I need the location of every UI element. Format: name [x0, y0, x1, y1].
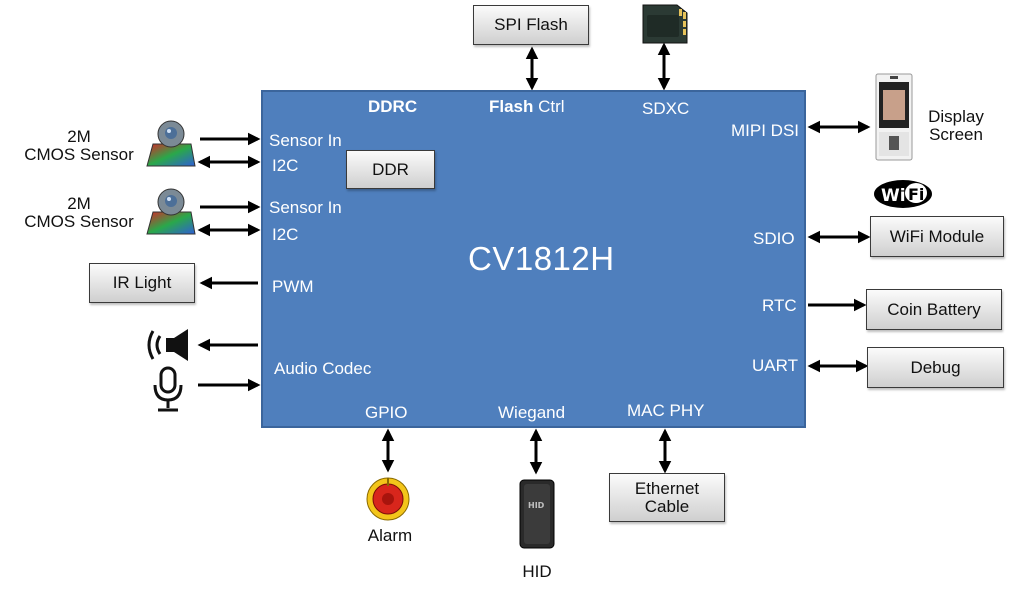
sensor-2-label-line1: 2M [67, 194, 91, 213]
port-audio-codec: Audio Codec [274, 359, 372, 378]
ethernet-label-line2: Cable [644, 496, 690, 516]
display-device-icon [875, 73, 913, 161]
ir-light-label: IR Light [112, 273, 172, 293]
hid-reader-icon: HID [519, 479, 555, 549]
port-rtc: RTC [762, 296, 797, 315]
port-i2c-1: I2C [272, 156, 299, 175]
coin-battery-box: Coin Battery [866, 289, 1002, 330]
display-label-line2: Screen [929, 124, 983, 144]
port-flash-rest: Ctrl [533, 97, 565, 116]
alarm-icon [366, 477, 410, 521]
soc-block: DDRC Flash Ctrl SDXC MIPI DSI Sensor In … [261, 90, 806, 428]
port-ddrc: DDRC [368, 97, 418, 116]
sensor-1-label: 2M CMOS Sensor [20, 128, 138, 164]
display-screen-label: Display Screen [920, 108, 992, 144]
camera-sensor-icon [146, 120, 196, 167]
hid-label: HID [522, 562, 552, 581]
port-flash-bold: Flash [489, 97, 534, 116]
spi-flash-box: SPI Flash [473, 5, 589, 45]
port-mac-phy: MAC PHY [627, 401, 705, 420]
speaker-icon [147, 329, 188, 361]
sensor-1-label-line2: CMOS Sensor [24, 144, 134, 164]
port-sdxc: SDXC [642, 99, 690, 118]
debug-label: Debug [910, 357, 961, 377]
port-i2c-2: I2C [272, 225, 299, 244]
svg-text:Fi: Fi [908, 185, 924, 204]
wifi-module-label: WiFi Module [889, 226, 985, 246]
port-flash-ctrl: Flash Ctrl [489, 98, 565, 115]
port-gpio: GPIO [365, 403, 408, 422]
wifi-module-box: WiFi Module [870, 216, 1004, 257]
svg-text:HID: HID [528, 501, 545, 510]
port-pwm: PWM [272, 277, 314, 296]
sensor-2-label-line2: CMOS Sensor [24, 211, 134, 231]
port-sensor-in-2: Sensor In [269, 198, 342, 217]
port-mipi-dsi: MIPI DSI [731, 121, 800, 140]
svg-text:Wi: Wi [881, 186, 906, 206]
ethernet-label-line1: Ethernet [634, 478, 700, 498]
port-sensor-in-1: Sensor In [269, 131, 342, 150]
ddr-box: DDR [346, 150, 435, 189]
sd-card-icon [642, 4, 688, 44]
coin-battery-label: Coin Battery [887, 299, 981, 319]
camera-sensor-icon [146, 188, 196, 235]
port-uart: UART [752, 356, 798, 375]
debug-box: Debug [867, 347, 1004, 388]
port-sdio: SDIO [753, 229, 795, 248]
ir-light-box: IR Light [89, 263, 195, 303]
ethernet-cable-box: Ethernet Cable [609, 473, 725, 522]
display-label-line1: Display [928, 107, 984, 126]
sensor-1-label-line1: 2M [67, 127, 91, 146]
chip-name: CV1812H [468, 240, 615, 277]
spi-flash-label: SPI Flash [494, 15, 568, 35]
ddr-label: DDR [372, 159, 409, 179]
alarm-label: Alarm [367, 526, 413, 545]
sensor-2-label: 2M CMOS Sensor [20, 195, 138, 231]
port-wiegand: Wiegand [498, 403, 566, 422]
microphone-icon [153, 366, 183, 412]
wifi-logo-icon: Wi Fi [874, 180, 932, 208]
